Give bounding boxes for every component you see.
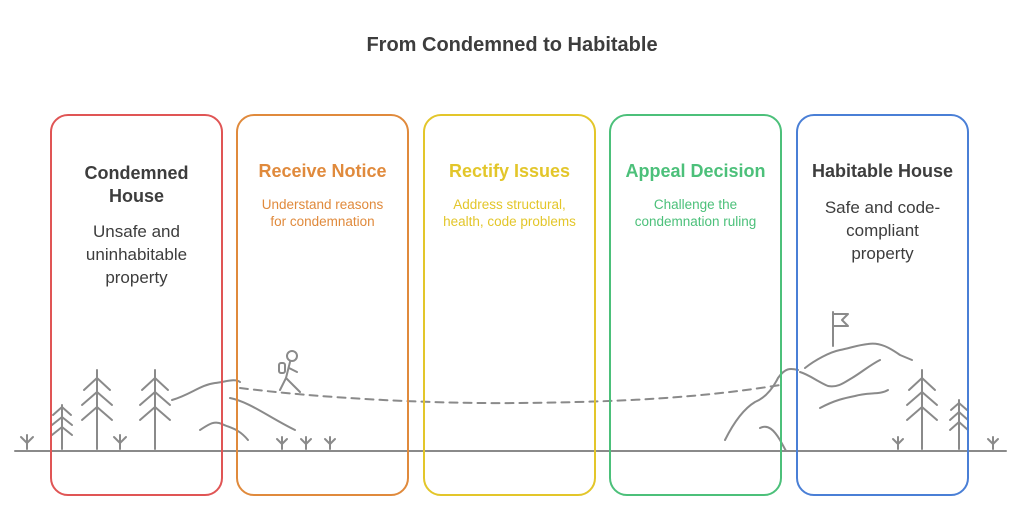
mountain-icon (759, 425, 787, 452)
grass-icon (300, 436, 312, 450)
grass-icon (113, 434, 127, 450)
grass-icon (276, 436, 288, 450)
diagram-title: From Condemned to Habitable (366, 34, 658, 56)
pine-tree-icon (139, 369, 171, 450)
mountain-icon (819, 389, 889, 409)
stage-title: Habitable House (811, 161, 954, 181)
stage-description: Challenge the condemnation ruling (634, 197, 757, 229)
stage-description: Address structural, health, code problem… (443, 197, 576, 229)
stage-card-appeal-decision: Appeal Decision Challenge the condemnati… (609, 114, 782, 496)
hill-icon (171, 379, 241, 401)
stage-description: Safe and code-compliant property (824, 198, 941, 263)
hiker-icon (278, 350, 301, 393)
stage-title: Rectify Issues (448, 161, 571, 181)
stage-card-receive-notice: Receive Notice Understand reasons for co… (236, 114, 409, 496)
mountain-icon (804, 342, 913, 369)
pine-tree-icon (906, 369, 938, 450)
hill-icon (229, 397, 296, 431)
grass-icon (987, 436, 999, 450)
stage-title: Appeal Decision (625, 161, 766, 181)
pine-tree-icon (51, 404, 73, 450)
grass-icon (892, 436, 904, 450)
stage-card-rectify-issues: Rectify Issues Address structural, healt… (423, 114, 596, 496)
mountain-icon (724, 368, 799, 441)
grass-icon (324, 436, 336, 450)
grass-icon (20, 434, 34, 450)
stage-card-habitable-house: Habitable House Safe and code-compliant … (796, 114, 969, 496)
trail-path (239, 384, 781, 405)
pine-tree-icon (949, 399, 969, 450)
flag-icon (832, 311, 849, 347)
stage-title: Receive Notice (258, 161, 387, 181)
stage-description: Understand reasons for condemnation (261, 197, 384, 229)
stage-title: Condemned House (84, 163, 189, 206)
stage-card-condemned-house: Condemned House Unsafe and uninhabitable… (50, 114, 223, 496)
stage-description: Unsafe and uninhabitable property (85, 222, 188, 287)
mountain-icon (799, 359, 881, 388)
pine-tree-icon (81, 369, 113, 450)
